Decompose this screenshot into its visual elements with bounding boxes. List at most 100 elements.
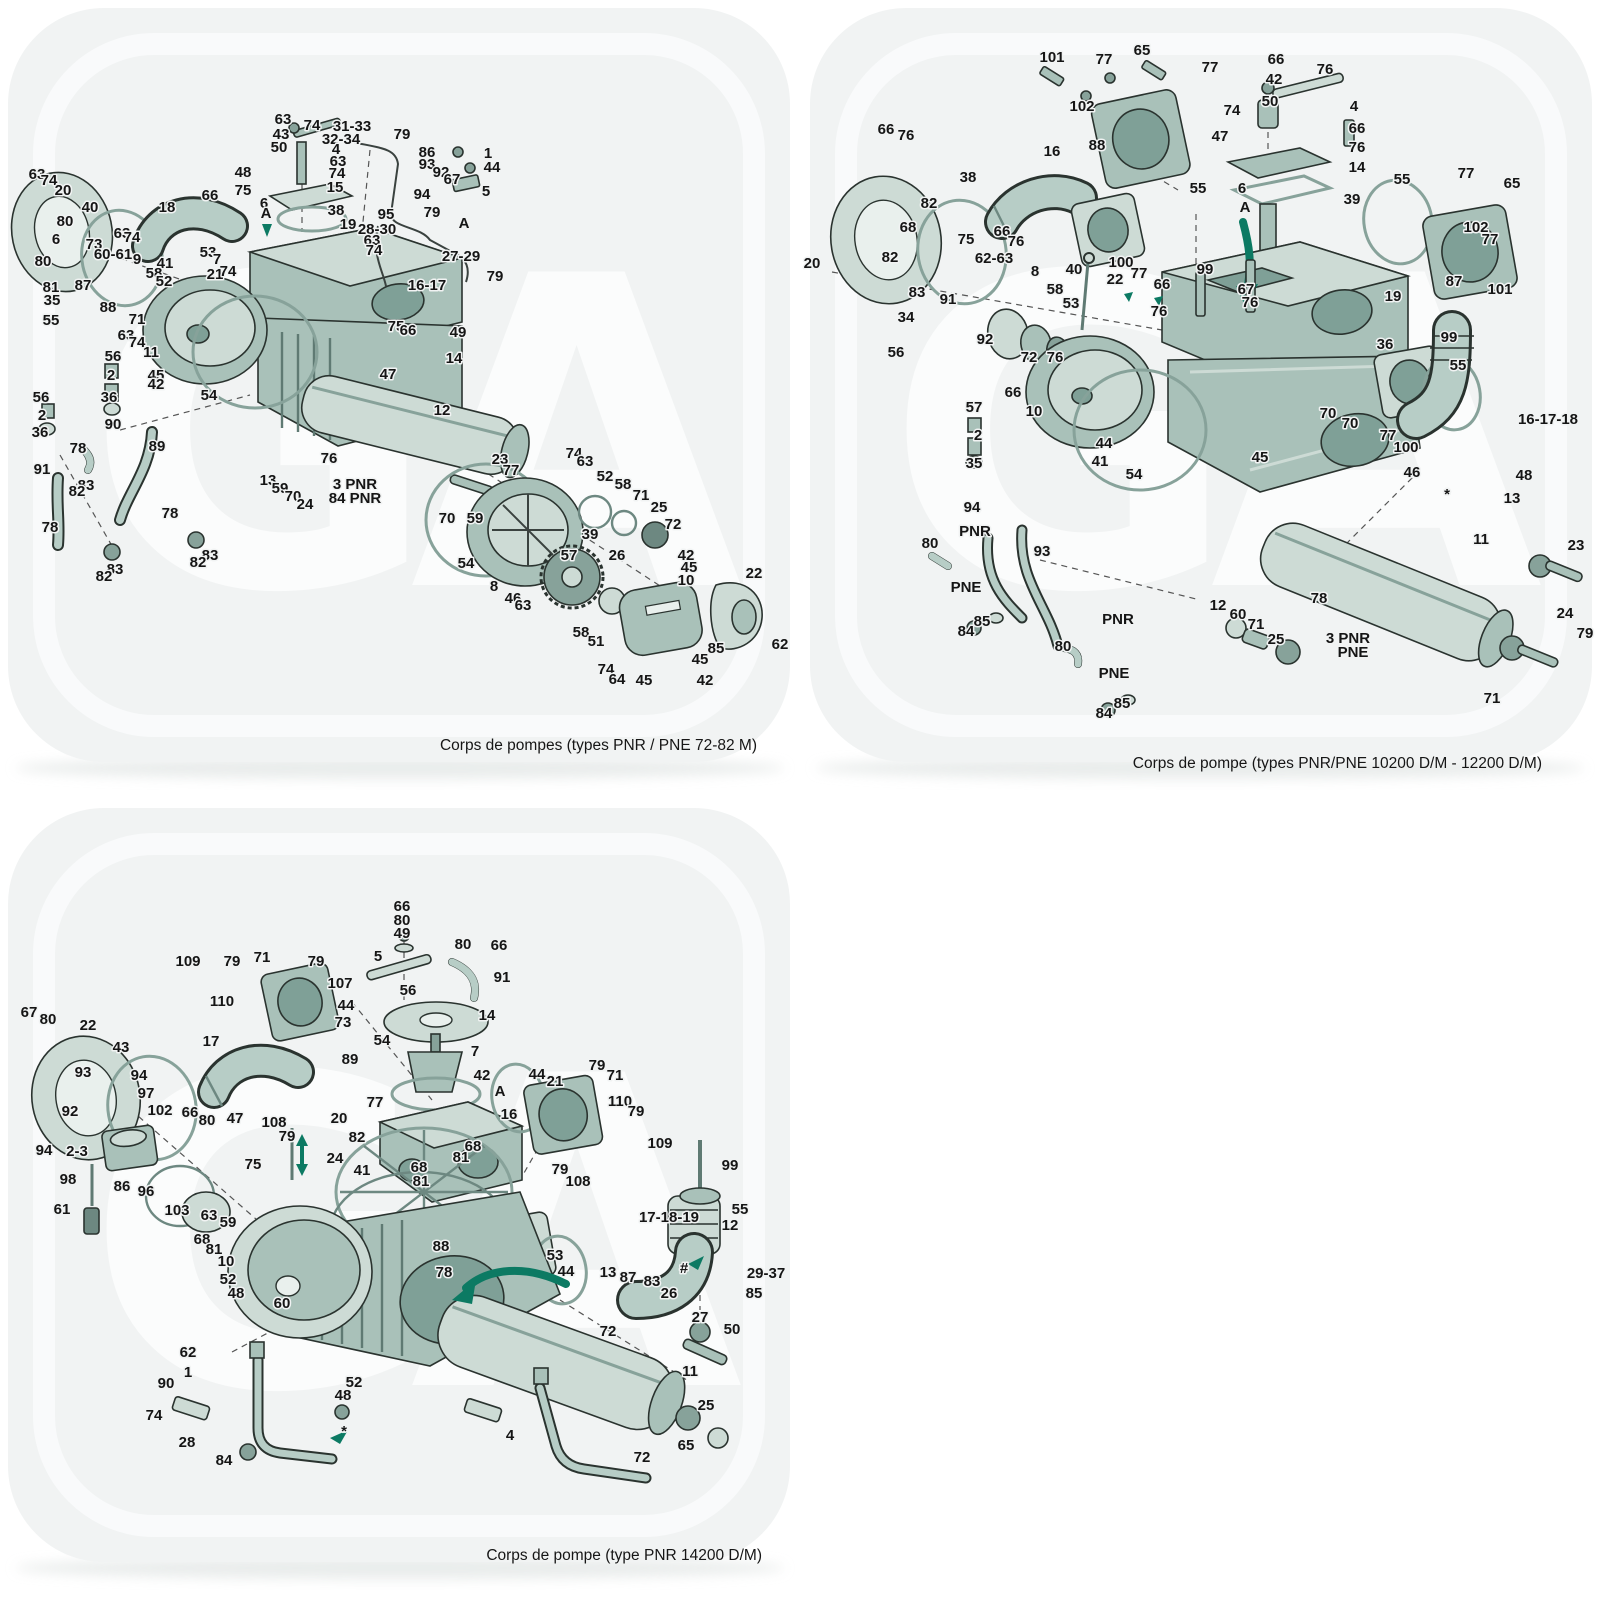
part-label: 52 [346, 1374, 363, 1391]
part-label: 17 [203, 1033, 220, 1050]
part-label: 19 [340, 216, 357, 233]
part-label: 70 [439, 510, 456, 527]
part-label: 66 [491, 937, 508, 954]
part-label: 97 [138, 1085, 155, 1102]
part-label: 90 [105, 416, 122, 433]
part-label: 100 [1393, 439, 1418, 456]
part-label: 4 [1350, 98, 1359, 115]
part-label: 39 [582, 526, 599, 543]
part-label: 45 [148, 367, 165, 384]
part-label: 72 [600, 1323, 617, 1340]
part-label: 88 [1089, 137, 1106, 154]
part-label: 48 [335, 1387, 352, 1404]
part-label: 26 [661, 1285, 678, 1302]
part-label: 66 [878, 121, 895, 138]
part-label: 71 [129, 311, 146, 328]
part-label: 19 [1385, 288, 1402, 305]
part-label: 91 [940, 291, 957, 308]
part-label: 78 [42, 519, 59, 536]
part-label: 43 [273, 126, 290, 143]
part-label: 101 [1487, 281, 1512, 298]
part-label: 42 [697, 672, 714, 689]
part-label: 99 [1441, 329, 1458, 346]
part-label: 75 [958, 231, 975, 248]
diagram-panel-3: GA [8, 808, 790, 1564]
part-label: 7 [213, 251, 221, 268]
part-label: 87 [1446, 273, 1463, 290]
part-label: 44 [484, 159, 501, 176]
part-label: 41 [354, 1162, 371, 1179]
part-label: PNE [1099, 665, 1130, 682]
part-label: 10 [1026, 403, 1043, 420]
part-label: 56 [33, 389, 50, 406]
part-label: 59 [467, 510, 484, 527]
part-label: 71 [633, 487, 650, 504]
part-label: 47 [380, 366, 397, 383]
part-label: 63 [201, 1207, 218, 1224]
part-label: 53 [200, 244, 217, 261]
part-label: 101 [1039, 49, 1064, 66]
part-label: 6 [260, 195, 268, 212]
part-label: 71 [1248, 616, 1265, 633]
part-label: 58 [573, 624, 590, 641]
part-label: 13 [260, 472, 277, 489]
part-label: 85 [1114, 695, 1131, 712]
part-label: 99 [1197, 261, 1214, 278]
part-label: 79 [394, 126, 411, 143]
part-label: 71 [254, 949, 271, 966]
part-label: 94 [964, 499, 981, 516]
part-label: 2 [107, 367, 115, 384]
part-label: 73 [335, 1014, 352, 1031]
part-label: 82 [69, 483, 86, 500]
part-label: 54 [374, 1032, 391, 1049]
part-label: 63 [364, 232, 381, 249]
part-label: 63 [577, 453, 594, 470]
part-label: 25 [698, 1397, 715, 1414]
part-label: 51 [588, 633, 605, 650]
part-label: 94 [414, 186, 431, 203]
part-label: 74 [146, 1407, 163, 1424]
part-label: 60 [1230, 606, 1247, 623]
part-label: 66 [1268, 51, 1285, 68]
part-label: 20 [55, 182, 72, 199]
part-label: 29-37 [747, 1265, 785, 1282]
part-label: 50 [724, 1321, 741, 1338]
part-label: 70 [1342, 415, 1359, 432]
part-label: 74 [220, 263, 237, 280]
part-label: 1 [484, 145, 492, 162]
part-label: 65 [1134, 42, 1151, 59]
part-label: 59 [220, 1214, 237, 1231]
part-label: 7 [471, 1043, 479, 1060]
part-label: 67 [21, 1004, 38, 1021]
part-label: 45 [636, 672, 653, 689]
part-label: 61 [54, 1201, 71, 1218]
part-label: A [261, 205, 272, 222]
part-label: 93 [1034, 543, 1051, 560]
part-label: 66 [1005, 384, 1022, 401]
part-label: 109 [647, 1135, 672, 1152]
part-label: 63 [515, 597, 532, 614]
part-label: 81 [43, 279, 60, 296]
part-label: 45 [681, 559, 698, 576]
part-label: 55 [1190, 180, 1207, 197]
part-label: 56 [400, 982, 417, 999]
part-label: 65 [1504, 175, 1521, 192]
part-label: 63 [114, 225, 131, 242]
part-label: 71 [1484, 690, 1501, 707]
part-label: 74 [366, 242, 383, 259]
part-label: 109 [175, 953, 200, 970]
part-label: 27 [692, 1309, 709, 1326]
part-label: 72 [665, 516, 682, 533]
part-label: 102 [1463, 219, 1488, 236]
part-label: 89 [342, 1051, 359, 1068]
part-label: 66 [394, 898, 411, 915]
part-label: 46 [505, 590, 522, 607]
part-label: 72 [1021, 349, 1038, 366]
part-label: 55 [1394, 171, 1411, 188]
part-label: 16 [501, 1106, 518, 1123]
part-label: 79 [224, 953, 241, 970]
part-label: 87 [620, 1269, 637, 1286]
part-label: 82 [882, 249, 899, 266]
part-label: 95 [378, 206, 395, 223]
